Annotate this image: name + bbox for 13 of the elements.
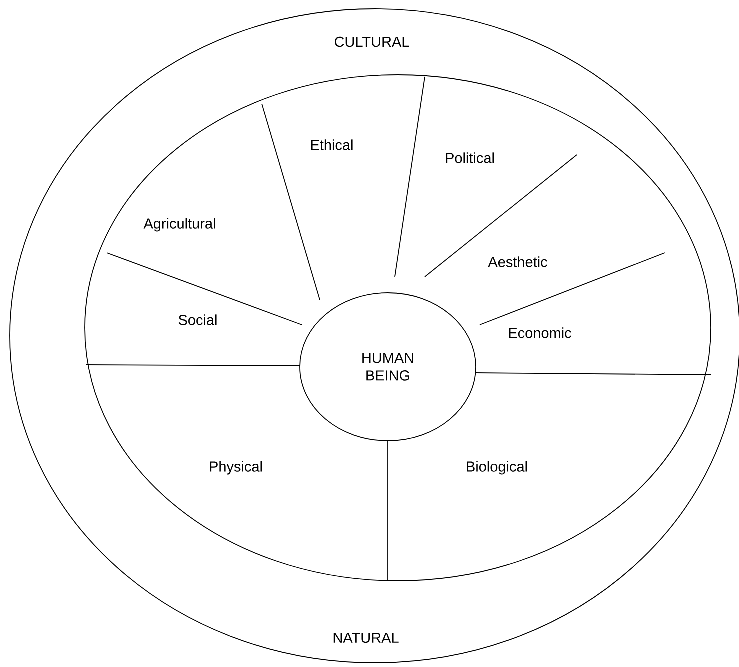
sector-label: Social: [178, 314, 217, 326]
sector-label: Economic: [509, 328, 572, 338]
sector-label: Aesthetic: [488, 256, 548, 268]
center-circle: [300, 292, 476, 442]
ring-label: CULTURAL: [335, 36, 410, 48]
sector-label: Ethical: [311, 140, 353, 150]
sector-label: Agricultural: [144, 218, 216, 232]
sector-label: Biological: [467, 461, 528, 475]
sector-label: Physical: [210, 461, 262, 475]
ring-label: NATURAL: [334, 632, 399, 644]
sector-label: Political: [446, 152, 494, 164]
center-label: HUMAN BEING: [362, 353, 414, 381]
inner-ellipse: [84, 74, 712, 582]
